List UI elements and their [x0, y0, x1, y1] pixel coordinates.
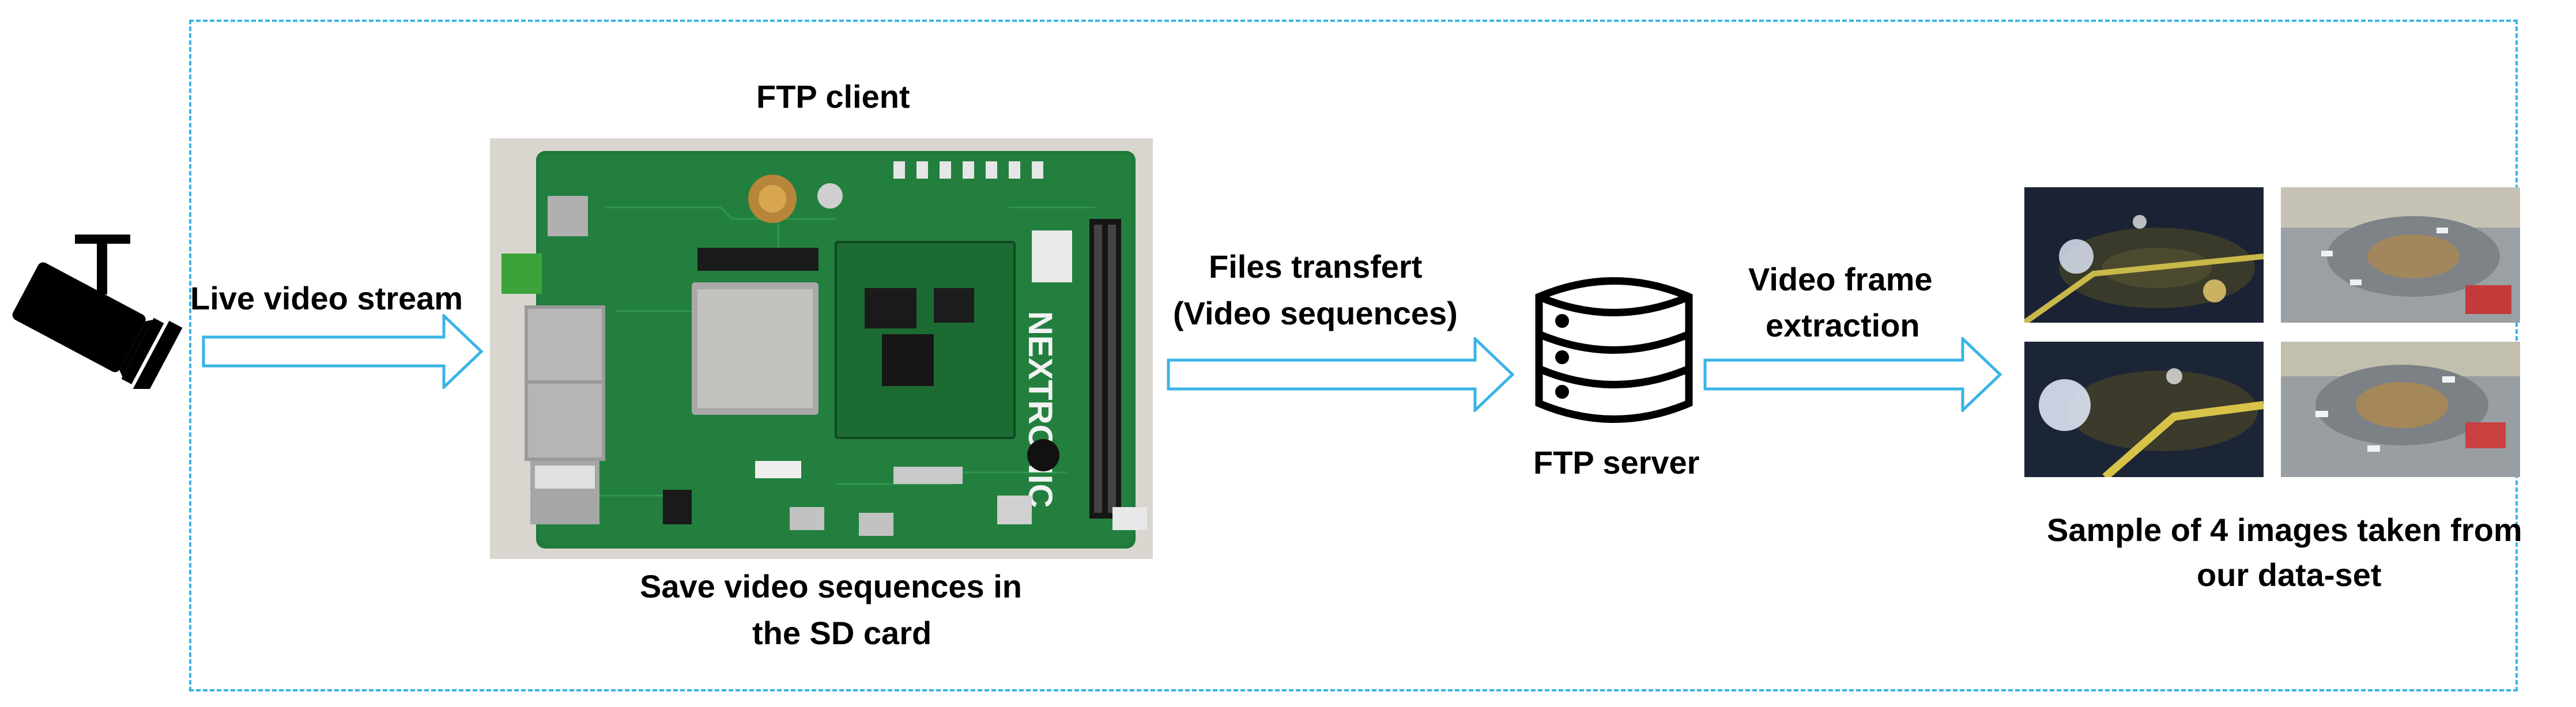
video-frame-extraction-label-line1: Video frame — [1748, 261, 1933, 297]
sample-image-day-2 — [2281, 342, 2520, 477]
sample-image-day-1 — [2281, 187, 2520, 323]
arrow-right-icon — [1167, 337, 1515, 412]
files-transfer-label-line2: (Video sequences) — [1173, 295, 1458, 331]
video-frame-extraction-label-line2: extraction — [1766, 307, 1920, 343]
sample-caption-line1: Sample of 4 images taken from — [2047, 512, 2522, 548]
sample-image-night-2 — [2024, 342, 2264, 477]
save-video-label-line2: the SD card — [752, 615, 932, 651]
ftp-server-label: FTP server — [1533, 444, 1700, 481]
board-brand-text: NEXTRONIC — [1021, 311, 1059, 508]
live-video-stream-label: Live video stream — [190, 280, 463, 316]
camera-icon — [6, 228, 184, 389]
sample-image-night-1 — [2024, 187, 2264, 323]
arrow-right-icon — [1703, 337, 2003, 412]
files-transfer-label-line1: Files transfert — [1209, 248, 1423, 285]
save-video-label-line1: Save video sequences in — [640, 568, 1022, 604]
ftp-client-label: FTP client — [756, 78, 910, 115]
sample-caption-line2: our data-set — [2197, 557, 2382, 593]
ftp-client-board-photo: NEXTRONIC — [490, 138, 1153, 559]
server-database-icon — [1533, 274, 1695, 432]
arrow-right-icon — [202, 314, 484, 389]
